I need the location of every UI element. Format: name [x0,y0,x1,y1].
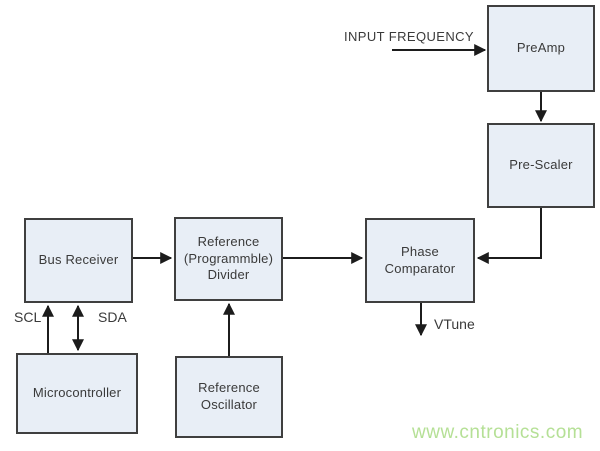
scl-label: SCL [14,309,42,325]
node-bus-receiver: Bus Receiver [24,218,133,303]
node-prescaler: Pre-Scaler [487,123,595,208]
node-preamp-label: PreAmp [516,40,566,56]
node-reference-oscillator-label: Reference Oscillator [198,380,260,412]
sda-label: SDA [98,309,127,325]
vtune-label: VTune [434,316,475,332]
node-bus-receiver-label: Bus Receiver [38,252,119,268]
node-microcontroller-label: Microcontroller [32,385,122,401]
node-reference-divider: Reference (Programmble) Divider [174,217,283,301]
node-phase-comparator: Phase Comparator [365,218,475,303]
node-prescaler-label: Pre-Scaler [509,157,573,173]
node-microcontroller: Microcontroller [16,353,138,434]
node-reference-oscillator: Reference Oscillator [175,356,283,438]
node-preamp: PreAmp [487,5,595,92]
watermark: www.cntronics.com [412,422,584,443]
arrow-prescaler-to-phase-comparator [476,208,542,264]
node-reference-divider-label: Reference (Programmble) Divider [183,233,274,283]
node-phase-comparator-label: Phase Comparator [384,243,456,276]
input-frequency-label: INPUT FREQUENCY [344,29,474,44]
